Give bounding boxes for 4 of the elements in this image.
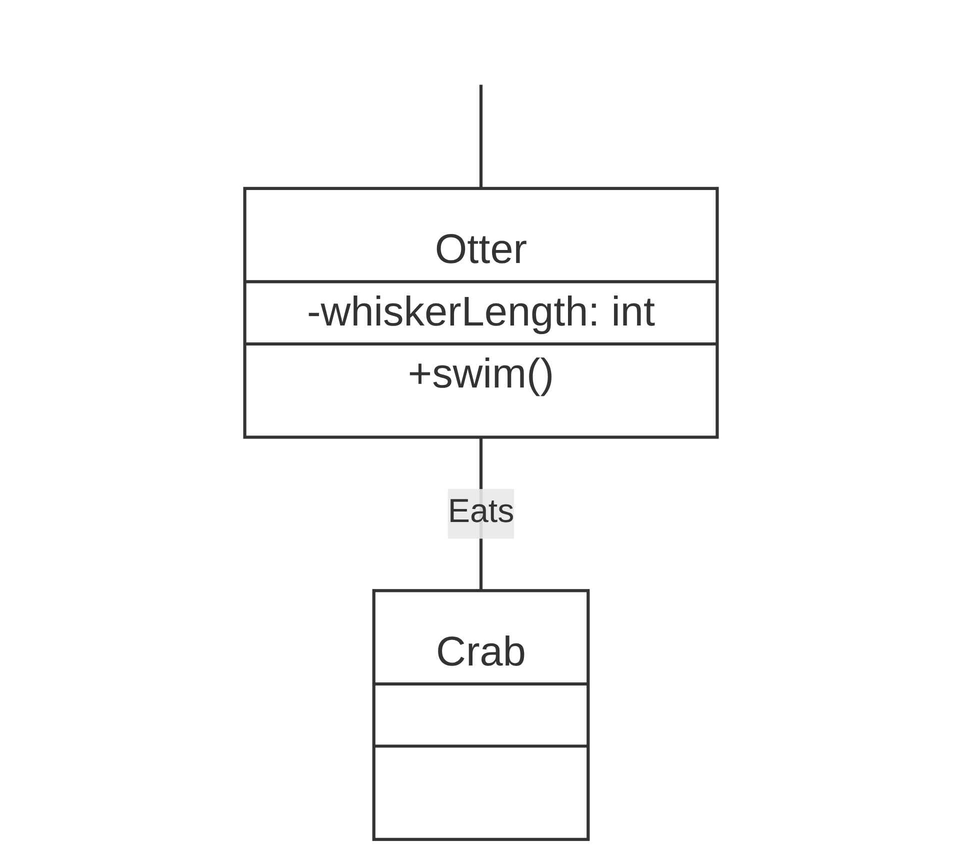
class-box: Crab (372, 589, 590, 841)
connector-line (478, 83, 482, 190)
class-box: Otter -whiskerLength: int +swim() (242, 186, 718, 439)
edge-label: Eats (447, 489, 514, 539)
